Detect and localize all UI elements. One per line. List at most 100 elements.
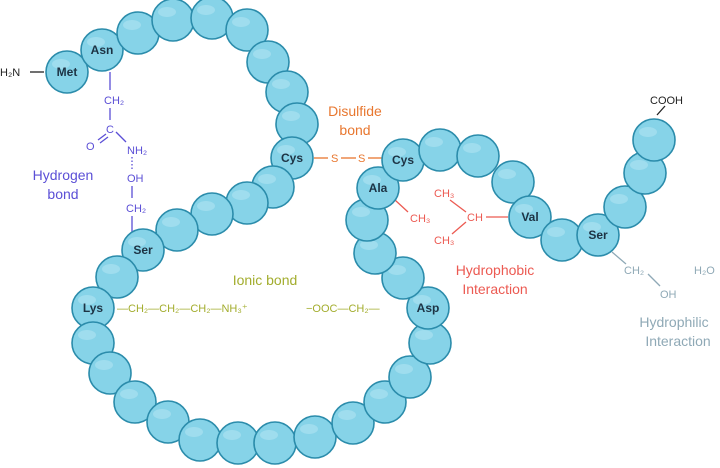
bead-highlight [413,295,431,305]
bead-highlight [388,265,406,275]
bead-highlight [282,111,300,121]
bead-circle [540,218,584,262]
residue-bead [456,134,500,178]
bead-highlight [260,430,278,440]
serine-oh: OH [660,289,677,301]
bead-highlight [300,424,318,434]
disulfide-bond-group: Disulfide bond S S [314,103,382,165]
residue-label: Asn [91,43,114,57]
residue-bead [190,0,234,40]
hydrophobic-label: Hydrophobic [456,262,535,278]
hydrogen-bond-label-2: bond [47,186,78,202]
ionic-bond-group: Ionic bond —CH₂—CH₂—CH₂—NH₃⁺ −OOC—CH₂— [117,272,380,315]
residue-bead [178,418,222,462]
residue-asp: Asp [406,286,450,330]
bead-highlight [583,222,601,232]
bead-highlight [52,59,70,69]
hydrogen-bond-label: Hydrogen [33,167,94,183]
bead-highlight [197,5,215,15]
bead-highlight [515,204,533,214]
bead-highlight [258,174,276,184]
residue-bead [155,208,199,252]
hb-o: O [86,141,95,153]
residue-lys: Lys [71,286,115,330]
bead-highlight [338,410,356,420]
residue-bead [418,128,462,172]
bead-highlight [158,7,176,17]
bead-highlight [395,364,413,374]
residue-met: Met [45,50,89,94]
bead-circle [216,421,260,465]
bead-highlight [498,169,516,179]
bead-highlight [162,217,180,227]
bead-highlight [363,175,381,185]
alanine-ch3: CH₃ [410,213,430,225]
residue-asn: Asn [80,28,124,72]
hydrophilic-group: CH₂ OH H₂O Hydrophilic Interaction [611,251,715,349]
c-terminus: COOH [650,95,683,116]
residue-bead [623,151,667,195]
hb-nh2: NH₂ [127,145,147,157]
hydrogen-bond-group: CH₂ C O NH₂ OH CH₂ Hydrogen bond [33,72,147,232]
bead-highlight [253,49,271,59]
lysine-side-chain: —CH₂—CH₂—CH₂—NH₃⁺ [117,303,248,315]
residue-bead [216,421,260,465]
hydrophobic-label-2: Interaction [462,281,527,297]
hydrophobic-group: CH₃ CH₃ CH CH₃ Hydrophobic Interaction [394,188,535,297]
bead-circle [632,118,676,162]
residue-bead [540,218,584,262]
residue-bead [381,256,425,300]
bead-highlight [425,137,443,147]
aspartate-side-chain: −OOC—CH₂— [306,303,380,315]
valine-ch: CH [467,212,483,224]
residue-label: Cys [392,153,414,167]
residue-bead [603,185,647,229]
hydrophilic-label: Hydrophilic [639,314,708,330]
residue-bead [151,0,195,42]
residue-bead [88,351,132,395]
residue-bead [293,415,337,459]
bead-highlight [639,127,657,137]
bead-highlight [370,389,388,399]
residue-bead [632,118,676,162]
residue-bead [331,401,375,445]
bead-highlight [388,147,406,157]
ionic-bond-label: Ionic bond [233,272,298,288]
bead-highlight [197,201,215,211]
sulfur-2: S [358,153,365,165]
residue-bead [190,192,234,236]
residue-ala: Ala [356,166,400,210]
bead-highlight [277,145,295,155]
hb-ch2-b: CH₂ [126,203,146,215]
bead-highlight [78,330,96,340]
residue-label: Ser [133,243,153,257]
residue-label: Lys [83,301,104,315]
bead-circle [456,134,500,178]
bead-highlight [232,17,250,27]
bead-circle [418,128,462,172]
n-terminus-label: H₂N [0,67,20,79]
bead-highlight [185,427,203,437]
residue-label: Met [57,65,78,79]
residue-bead [113,380,157,424]
residue-cys2: Cys [381,138,425,182]
n-terminus: H₂N [0,67,44,79]
bead-highlight [547,227,565,237]
bead-highlight [128,237,146,247]
bead-highlight [87,37,105,47]
bead-highlight [352,207,370,217]
residue-bead [225,181,269,225]
bead-circle [151,0,195,42]
bead-highlight [630,160,648,170]
residue-bead [275,102,319,146]
residue-label: Val [521,210,538,224]
valine-ch3-top: CH₃ [434,188,454,200]
hb-ch2-a: CH₂ [104,95,124,107]
residue-bead [353,231,397,275]
valine-ch3-bottom: CH₃ [434,235,454,247]
serine-ch2: CH₂ [624,265,644,277]
residue-label: Asp [417,301,440,315]
hb-oh: OH [127,173,144,185]
bead-highlight [120,389,138,399]
